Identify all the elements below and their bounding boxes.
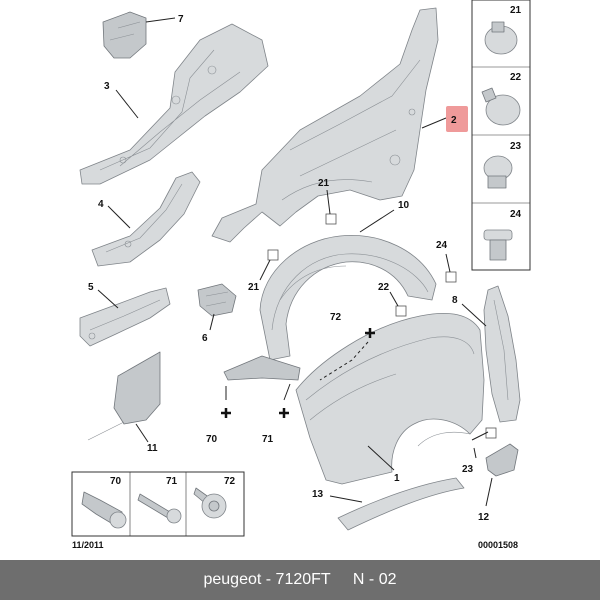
panel-label-22: 22	[510, 72, 522, 83]
callout-21-top: 21	[318, 178, 330, 189]
callout-13: 13	[312, 489, 324, 500]
callout-70: 70	[206, 434, 218, 445]
footer-spacer	[331, 571, 353, 589]
footer-brand: peugeot	[203, 571, 262, 588]
footer-part-code: 7120FT	[275, 571, 331, 588]
clip-23-location	[485, 427, 497, 439]
panel-label-70: 70	[110, 476, 122, 487]
date-code: 11/2011	[72, 540, 104, 550]
part-lower-flap	[223, 355, 301, 381]
callout-71: 71	[262, 434, 274, 445]
clip-21b-location	[267, 249, 279, 261]
part-1-fender	[295, 313, 485, 485]
part-4-rail	[91, 171, 201, 267]
callout-2: 2	[451, 115, 457, 126]
screw-marker-71	[279, 408, 289, 418]
footer-page: N - 02	[352, 571, 397, 588]
callout-72: 72	[330, 312, 342, 323]
fastener-panel-right: 21 22 23 24	[471, 0, 531, 271]
callout-1: 1	[394, 473, 400, 484]
push-clip-22-icon	[481, 87, 521, 126]
callout-12: 12	[478, 512, 490, 523]
screw-71-icon	[137, 493, 182, 524]
panel-label-71: 71	[166, 476, 178, 487]
part-8-strip	[483, 285, 521, 423]
screw-marker-70	[221, 408, 231, 418]
part-13-trim	[337, 477, 465, 531]
callout-23: 23	[462, 464, 474, 475]
part-12-corner	[485, 443, 519, 477]
part-7-bracket	[102, 11, 147, 59]
callout-24: 24	[436, 240, 448, 251]
push-clip-21-icon	[484, 21, 518, 55]
reference-code: 00001508	[478, 540, 518, 550]
clip-21-location	[325, 213, 337, 225]
panel-label-21: 21	[510, 5, 522, 16]
callout-21-left: 21	[248, 282, 260, 293]
callout-4: 4	[98, 199, 104, 210]
callout-8: 8	[452, 295, 458, 306]
panel-label-23: 23	[510, 141, 522, 152]
callout-5: 5	[88, 282, 94, 293]
footer-separator: -	[261, 571, 276, 588]
plug-clip-24-icon	[483, 229, 513, 261]
panel-label-24: 24	[510, 209, 522, 220]
part-2-apron	[211, 7, 439, 243]
panel-label-72: 72	[224, 476, 236, 487]
part-11-shield	[87, 351, 161, 441]
callout-6: 6	[202, 333, 208, 344]
fastener-panel-bottom: 70 71 72	[71, 471, 245, 537]
part-5-bracket	[79, 287, 171, 347]
flange-bolt-72-icon	[193, 487, 227, 519]
callout-7: 7	[178, 14, 184, 25]
footer-bar: peugeot - 7120FT N - 02	[0, 560, 600, 600]
callout-11: 11	[147, 443, 158, 454]
tapping-screw-70-icon	[81, 491, 127, 529]
screw-marker-72	[365, 328, 375, 338]
callout-22: 22	[378, 282, 390, 293]
part-10-liner	[259, 235, 437, 361]
part-6-mount	[197, 283, 237, 317]
clip-24-location	[445, 271, 457, 283]
callout-2-highlight	[446, 106, 468, 132]
callout-10: 10	[398, 200, 410, 211]
clip-22-location	[395, 305, 407, 317]
part-3-rail	[79, 23, 269, 185]
callout-3: 3	[104, 81, 110, 92]
expansion-rivet-23-icon	[483, 155, 513, 189]
